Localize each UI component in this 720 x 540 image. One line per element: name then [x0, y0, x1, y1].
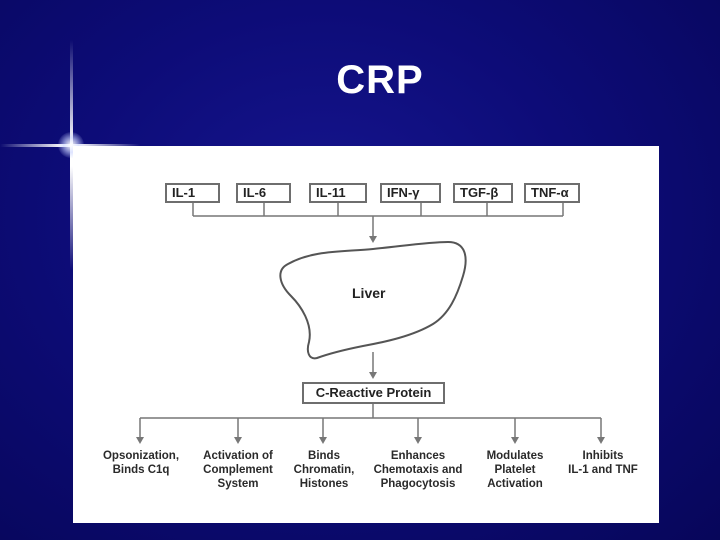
liver-label: Liver: [352, 285, 386, 301]
crp-diagram-figure: IL-1 IL-6 IL-11 IFN-γ TGF-β TNF-α Liver …: [73, 146, 659, 523]
effect-opsonization: Opsonization, Binds C1q: [102, 450, 180, 476]
arrowhead-liver: [369, 236, 377, 243]
cytokine-box-tgf-beta: TGF-β: [453, 183, 513, 203]
cytokine-box-il11: IL-11: [309, 183, 367, 203]
arrowhead-crp: [369, 372, 377, 379]
effect-chemotaxis: Enhances Chemotaxis and Phagocytosis: [373, 450, 463, 490]
liver-shape: [279, 240, 467, 360]
effect-complement-activation: Activation of Complement System: [203, 450, 273, 490]
cytokine-box-ifn-gamma: IFN-γ: [380, 183, 441, 203]
effect-binds-chromatin: Binds Chromatin, Histones: [293, 450, 355, 490]
effect-inhibits-il1-tnf: Inhibits IL-1 and TNF: [568, 450, 638, 476]
diagram-connectors: [136, 202, 605, 444]
crp-box: C-Reactive Protein: [302, 382, 445, 404]
slide-title: CRP: [336, 58, 424, 102]
cytokine-box-tnf-alpha: TNF-α: [524, 183, 580, 203]
effect-platelet-modulation: Modulates Platelet Activation: [486, 450, 544, 490]
cytokine-box-il6: IL-6: [236, 183, 291, 203]
cytokine-box-il1: IL-1: [165, 183, 220, 203]
